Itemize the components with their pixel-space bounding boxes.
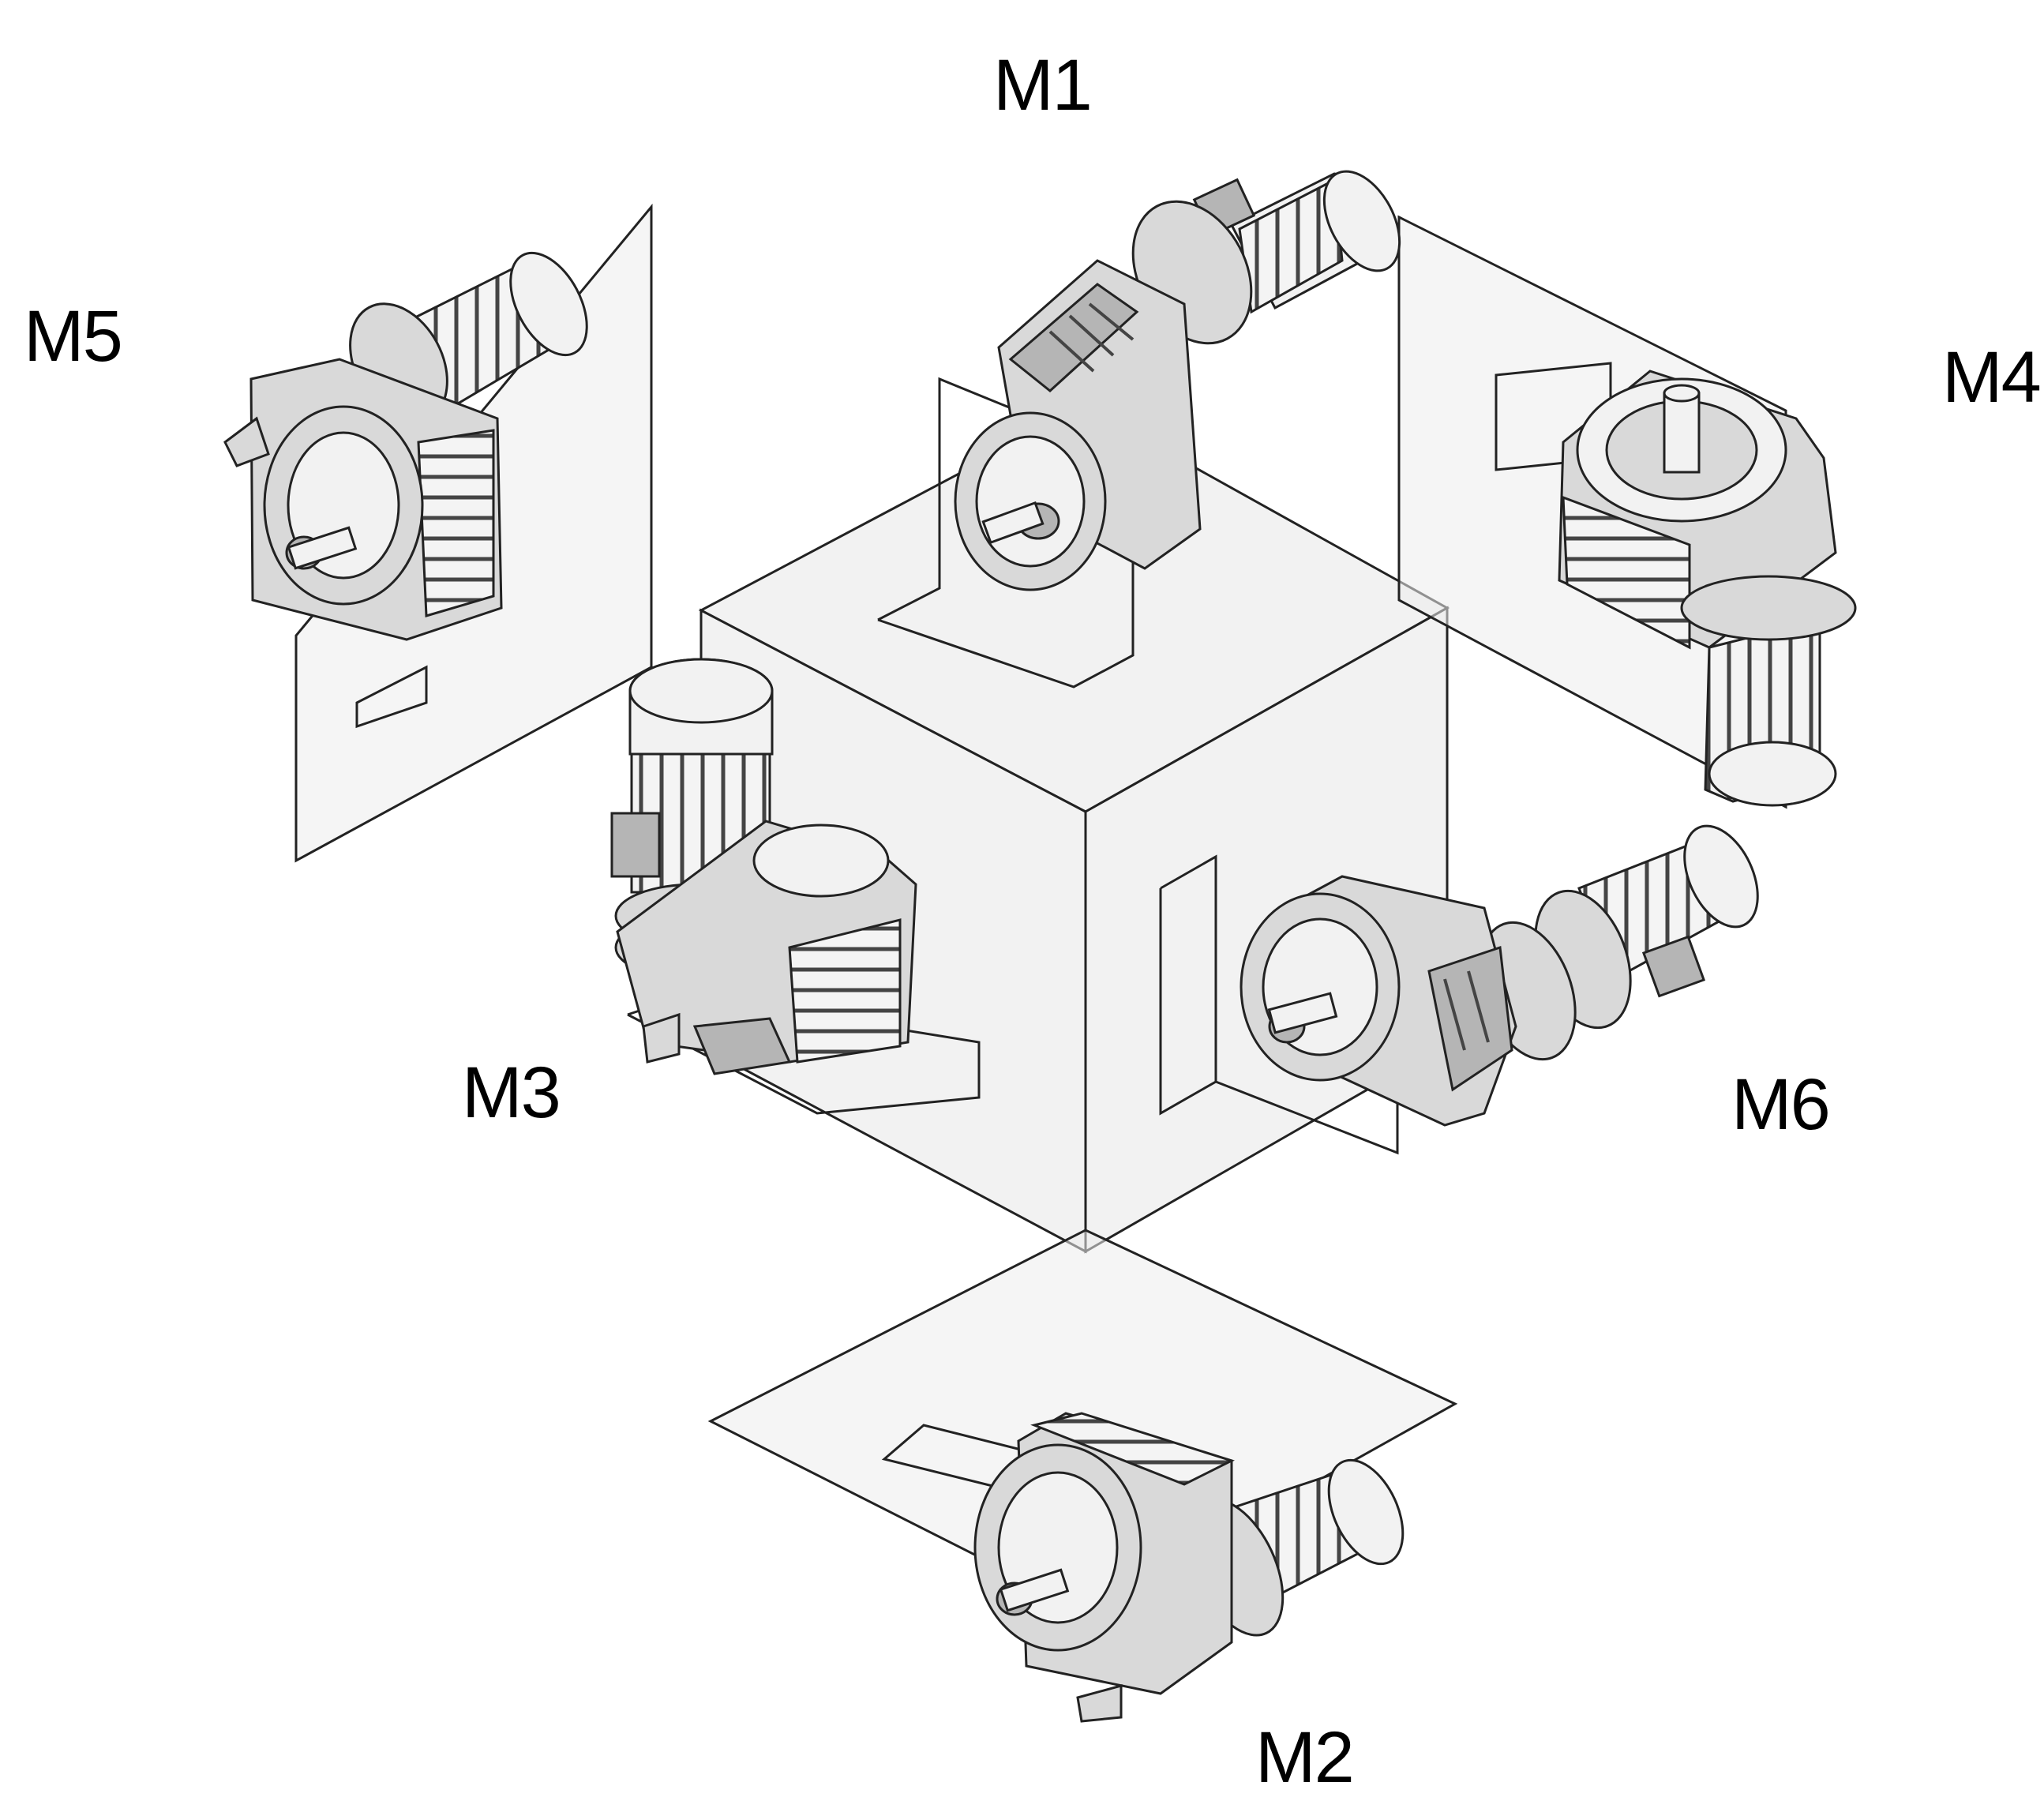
label-m3: M3 bbox=[462, 1052, 561, 1133]
gear-motor-m1 bbox=[954, 170, 1401, 591]
label-m1: M1 bbox=[993, 45, 1093, 126]
label-m5: M5 bbox=[24, 296, 123, 377]
gear-motor-m2 bbox=[973, 1412, 1405, 1723]
gear-motor-m4 bbox=[1558, 370, 1857, 807]
label-m2: M2 bbox=[1255, 1717, 1355, 1798]
gear-motor-m6 bbox=[1240, 824, 1759, 1127]
gear-motor-m5 bbox=[223, 251, 588, 641]
label-m6: M6 bbox=[1731, 1064, 1831, 1145]
gear-motor-m3 bbox=[610, 658, 917, 1075]
label-m4: M4 bbox=[1942, 337, 2042, 418]
